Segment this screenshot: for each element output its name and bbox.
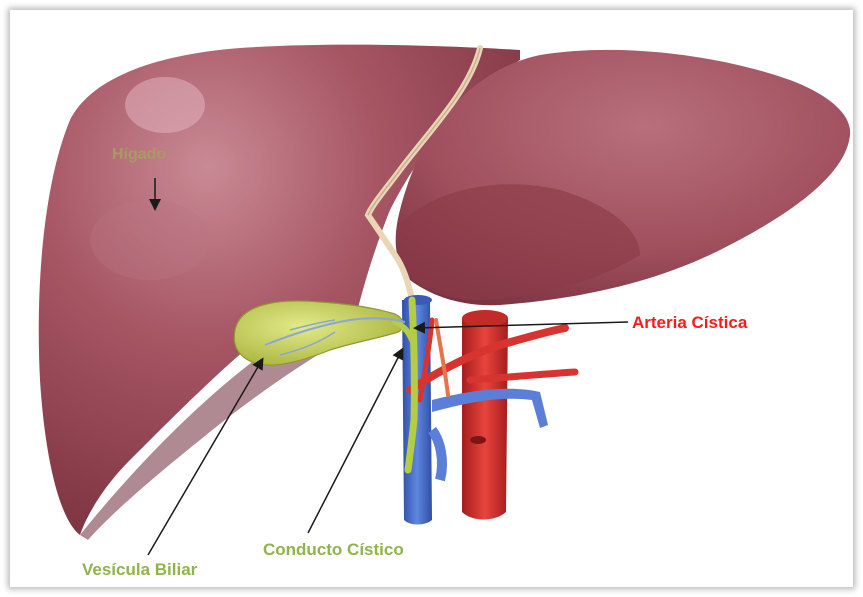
label-liver: Hígado [112, 147, 166, 163]
gallbladder [234, 301, 403, 365]
cystic-artery-pointer [416, 322, 628, 328]
liver-highlight [125, 77, 205, 133]
label-cystic-duct: Conducto Cístico [263, 541, 404, 558]
label-gallbladder: Vesícula Biliar [82, 561, 197, 578]
label-cystic-artery: Arteria Cística [632, 314, 747, 331]
cystic-duct-pointer [308, 350, 402, 533]
liver-highlight-2 [90, 200, 210, 280]
